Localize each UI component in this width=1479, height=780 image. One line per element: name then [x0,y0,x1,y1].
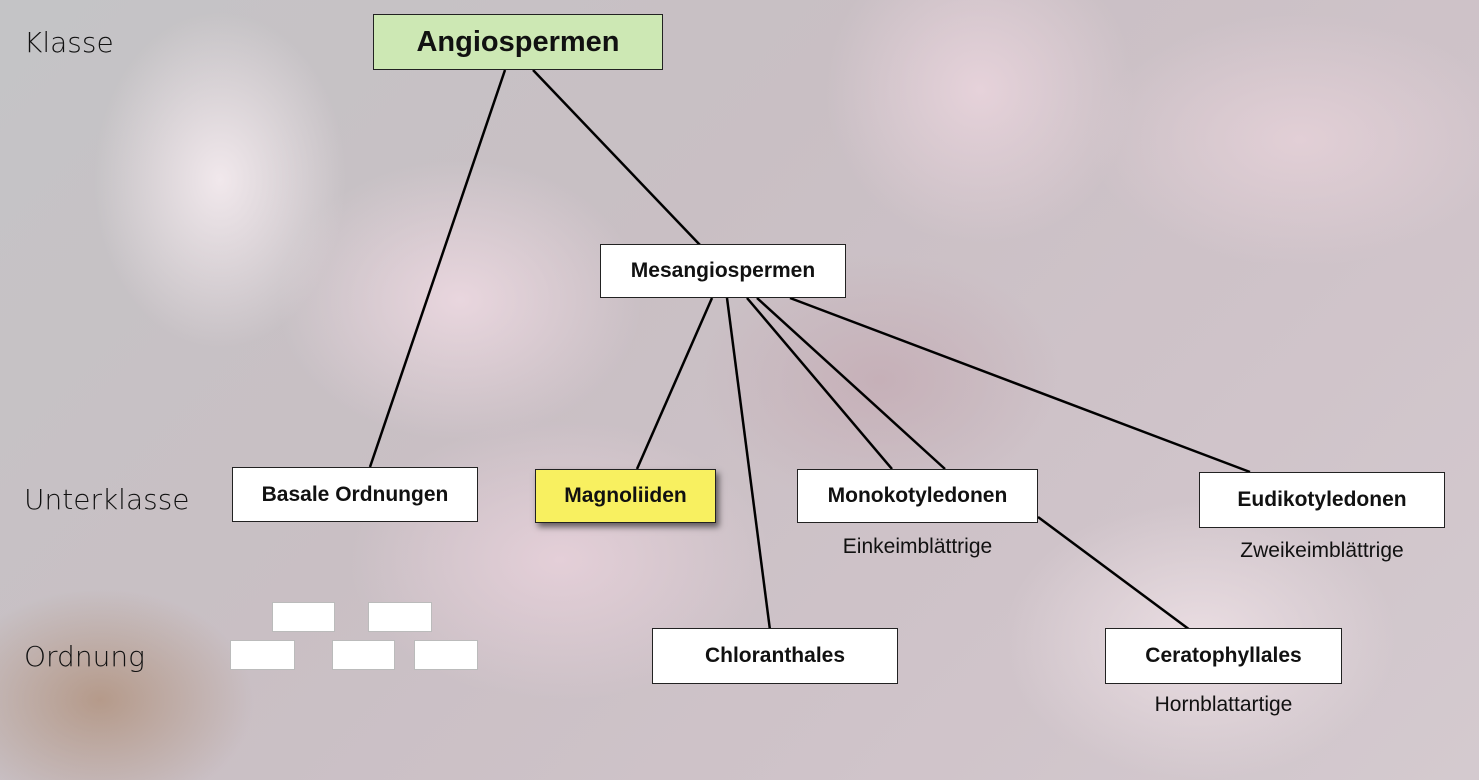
sublabel-zweikeimblaettrige: Zweikeimblättrige [1240,539,1404,562]
edge-mesangio-magnoliiden [635,297,714,470]
node-label: Chloranthales [704,644,846,667]
node-ceratophyllales[interactable]: Ceratophyllales [1105,628,1342,684]
order-placeholder-box[interactable] [230,640,295,670]
order-placeholder-box[interactable] [332,640,395,670]
edge-mesangio-eudikotyledonen [789,296,1251,474]
node-basale-ordnungen[interactable]: Basale Ordnungen [232,467,478,522]
node-label: Angiospermen [416,25,620,58]
edge-angio-basale [368,69,507,468]
sublabel-hornblattartige: Hornblattartige [1154,693,1293,716]
edge-mesangio-chloranthales [725,297,772,631]
level-label-ordnung: Ordnung [24,640,145,673]
node-eudikotyledonen[interactable]: Eudikotyledonen [1199,472,1445,528]
node-chloranthales[interactable]: Chloranthales [652,628,898,684]
sublabel-einkeimblaettrige: Einkeimblättrige [842,535,993,558]
edge-mesangio-monokotyledonen-a [746,297,893,470]
node-monokotyledonen[interactable]: Monokotyledonen [797,469,1038,523]
node-label: Magnoliiden [564,484,687,507]
node-label: Basale Ordnungen [261,482,449,506]
node-label: Monokotyledonen [827,484,1008,507]
order-placeholder-box[interactable] [368,602,432,632]
node-magnoliiden[interactable]: Magnoliiden [535,469,716,523]
order-placeholder-box[interactable] [272,602,335,632]
order-placeholder-box[interactable] [414,640,478,670]
edge-monoko-ceratophyllales [1037,515,1191,632]
node-label: Eudikotyledonen [1237,488,1407,511]
node-mesangiospermen[interactable]: Mesangiospermen [600,244,846,298]
node-label: Mesangiospermen [630,259,816,282]
edge-angio-mesangio [532,69,701,246]
edge-mesangio-monokotyledonen-b [756,297,946,470]
node-angiospermen[interactable]: Angiospermen [373,14,663,70]
level-label-unterklasse: Unterklasse [24,483,190,516]
level-label-klasse: Klasse [24,26,114,59]
node-label: Ceratophyllales [1145,644,1302,667]
